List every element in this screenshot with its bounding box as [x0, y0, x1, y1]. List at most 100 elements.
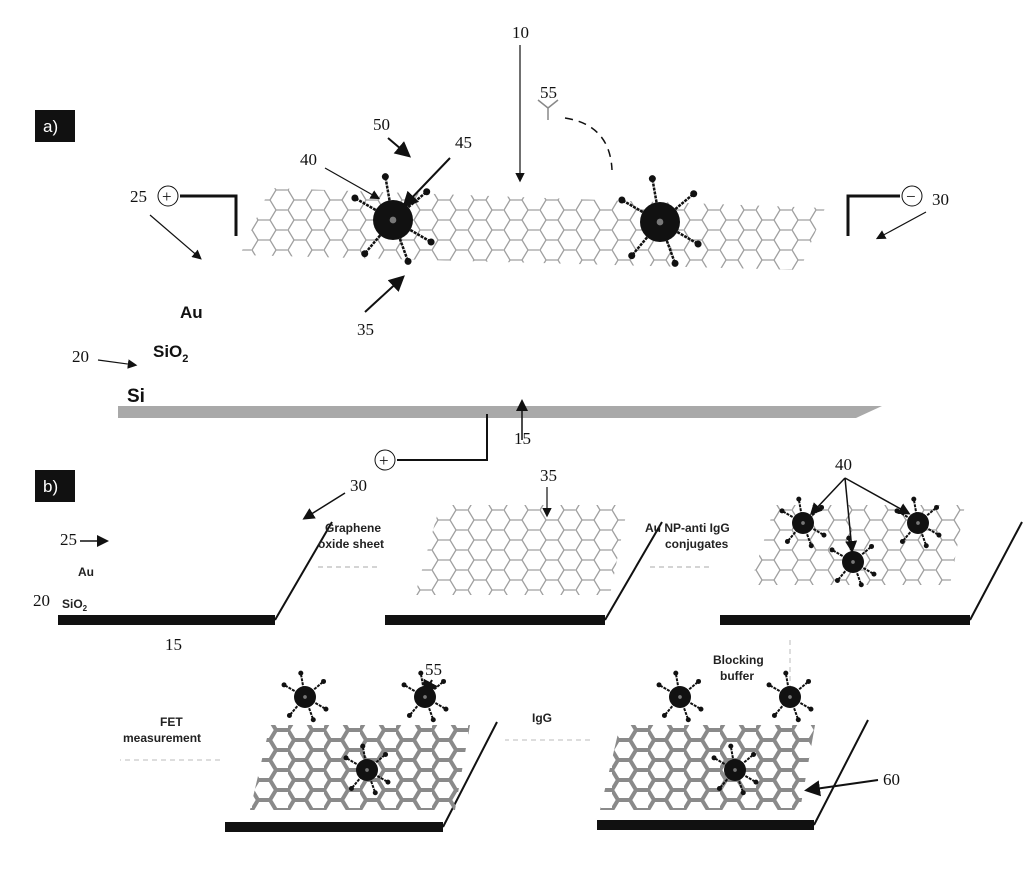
- graphene-sheet-b5: [600, 725, 815, 810]
- antibody-tip: [783, 670, 789, 676]
- ref-60: 60: [883, 770, 900, 789]
- drain-electrode: [846, 194, 900, 236]
- antibody-tip: [923, 543, 929, 549]
- antibody-tip: [698, 706, 704, 712]
- antibody-tip: [728, 743, 734, 749]
- nanoparticle-conjugate: [401, 670, 449, 723]
- ref-35-arrow: [364, 275, 405, 313]
- step-graphene-label-1: Graphene: [325, 521, 381, 535]
- antibody-tip: [871, 571, 877, 577]
- ref-15-b: 15: [165, 635, 182, 654]
- antibody-tip: [443, 706, 449, 712]
- antibody-tip: [423, 188, 431, 196]
- nanoparticle-core: [851, 560, 855, 564]
- antibody-tip: [323, 706, 329, 712]
- antibody-tip: [430, 717, 436, 723]
- antibody-tip: [779, 508, 785, 514]
- substrate-step-3: [720, 521, 1023, 625]
- antibody-tip: [404, 257, 412, 265]
- nanoparticle-conjugate: [656, 670, 704, 723]
- nanoparticle-core: [678, 695, 682, 699]
- antibody-tip: [360, 743, 366, 749]
- binding-dashed-arrow: [564, 117, 613, 171]
- antibody-tip: [716, 786, 722, 792]
- nanoparticle-core: [365, 768, 369, 772]
- ref-60-arrow: [804, 779, 879, 797]
- antibody-tip: [795, 717, 801, 723]
- antibody-tip: [806, 678, 812, 684]
- panel-a-label: a): [43, 117, 58, 136]
- nanoparticle-core: [303, 695, 307, 699]
- antibody-tip: [751, 751, 757, 757]
- nanoparticle-conjugate: [711, 743, 759, 796]
- source-electrode: [180, 194, 238, 236]
- nanoparticle-conjugate: [766, 670, 814, 723]
- positive-electrode-icon: [157, 185, 179, 207]
- nanoparticle-core: [423, 695, 427, 699]
- nanoparticle-core: [389, 216, 397, 224]
- antibody-tip: [441, 678, 447, 684]
- step-blocking-label-1: Blocking: [713, 653, 764, 667]
- antibody-arm: [651, 178, 662, 223]
- antibody-arm: [384, 176, 395, 221]
- negative-electrode-icon: [901, 185, 923, 207]
- ref-30-arrow: [875, 211, 927, 240]
- ref-55: 55: [540, 83, 557, 102]
- nanoparticle-core: [801, 521, 805, 525]
- step-graphene-label-2: oxide sheet: [318, 537, 384, 551]
- antibody-tip: [934, 504, 940, 510]
- antibody-tip: [286, 713, 292, 719]
- antibody-tip: [834, 578, 840, 584]
- gate-positive-sign: +: [379, 451, 389, 470]
- ref-50: 50: [373, 115, 390, 134]
- antibody-tip: [401, 682, 407, 688]
- step-igg-label: IgG: [532, 711, 552, 725]
- antibody-tip: [298, 670, 304, 676]
- graphene-sheet: [240, 188, 825, 270]
- nanoparticle-conjugate: [829, 535, 877, 588]
- step-fet-label-2: measurement: [123, 731, 201, 745]
- antibody-arm: [391, 219, 410, 262]
- antibody-tip: [343, 755, 349, 761]
- antibody-tip: [351, 194, 359, 202]
- ref-25-arrow: [149, 214, 202, 260]
- antibody-arm: [621, 198, 661, 224]
- ref-40: 40: [300, 150, 317, 169]
- ref-20-b: 20: [33, 591, 50, 610]
- ref-10: 10: [512, 23, 529, 42]
- ref-40-b: 40: [835, 455, 852, 474]
- antibody-tip: [648, 175, 656, 183]
- antibody-icon: [537, 99, 559, 120]
- antibody-tip: [656, 682, 662, 688]
- antibody-tip: [628, 252, 636, 260]
- antibody-tip: [821, 532, 827, 538]
- antibody-tip: [690, 190, 698, 198]
- ref-45: 45: [455, 133, 472, 152]
- antibody-arm: [392, 218, 432, 244]
- step-conjugate-label-1: Au NP-anti IgG: [645, 521, 730, 535]
- antibody-tip: [696, 678, 702, 684]
- panel-b-label: b): [43, 477, 58, 496]
- layer-si-label: Si: [127, 386, 145, 407]
- ref-20-arrow: [97, 359, 138, 369]
- antibody-tip: [846, 535, 852, 541]
- antibody-tip: [894, 508, 900, 514]
- ref-40-arrow: [324, 167, 381, 200]
- antibody-arm: [630, 221, 661, 257]
- antibody-arm: [659, 220, 699, 246]
- ref-30: 30: [932, 190, 949, 209]
- antibody-arm: [354, 196, 394, 222]
- antibody-tip: [406, 713, 412, 719]
- ref-35: 35: [357, 320, 374, 339]
- antibody-tip: [361, 250, 369, 258]
- antibody-tip: [348, 786, 354, 792]
- nanoparticle-core: [916, 521, 920, 525]
- antibody-tip: [281, 682, 287, 688]
- ref-50-arrow: [387, 137, 412, 158]
- antibody-tip: [685, 717, 691, 723]
- negative-sign: −: [906, 187, 916, 206]
- ref-20: 20: [72, 347, 89, 366]
- antibody-tip: [808, 543, 814, 549]
- antibody-tip: [899, 539, 905, 545]
- nanoparticle-conjugate: [351, 173, 435, 265]
